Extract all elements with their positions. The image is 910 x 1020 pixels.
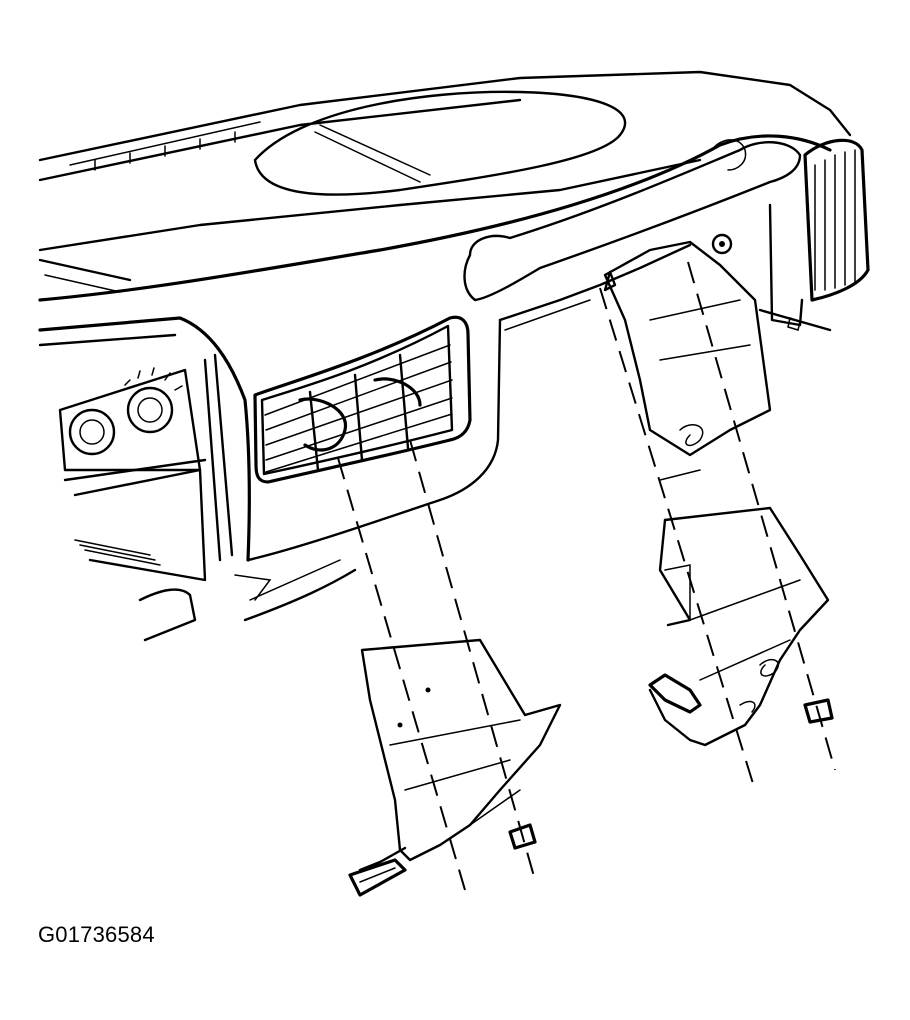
right-lower-air-duct	[603, 233, 834, 747]
figure-code: G01736584	[38, 922, 155, 947]
hvac-control-knobs	[58, 353, 272, 642]
right-side-air-outlet	[758, 138, 870, 332]
left-lower-air-duct	[348, 638, 562, 897]
alignment-dashed-lines	[337, 261, 836, 891]
center-air-outlet	[253, 315, 472, 484]
instrument-panel	[38, 70, 852, 622]
